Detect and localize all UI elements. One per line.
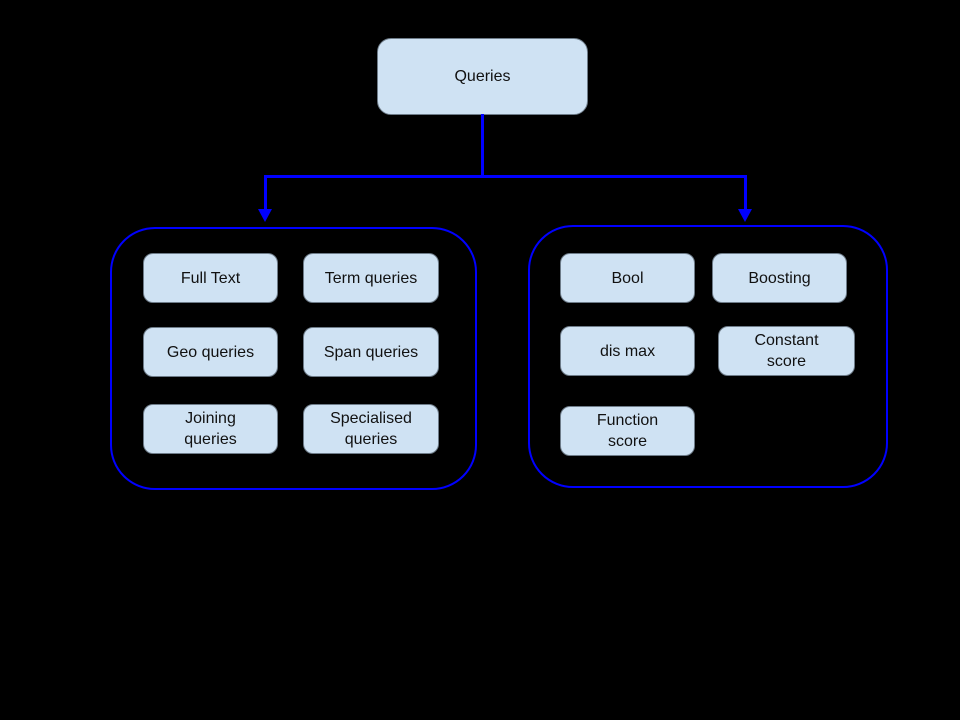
node-term-queries-label: Term queries (324, 269, 418, 287)
node-boosting-label: Boosting (748, 269, 811, 287)
node-boosting: Boosting (712, 253, 847, 303)
node-specialised-queries: Specialised queries (303, 404, 439, 454)
node-term-queries: Term queries (303, 253, 439, 303)
node-dis-max-label: dis max (599, 342, 656, 360)
node-geo-queries: Geo queries (143, 327, 278, 377)
arrow-down-left-icon (258, 209, 272, 222)
connector-horizontal-bar (264, 175, 747, 178)
right-query-group (528, 225, 888, 488)
node-queries-label: Queries (454, 68, 511, 85)
arrow-down-right-icon (738, 209, 752, 222)
node-function-score-label: Function score (596, 412, 659, 450)
node-bool: Bool (560, 253, 695, 303)
node-constant-score: Constant score (718, 326, 855, 376)
node-specialised-queries-label: Specialised queries (330, 410, 412, 448)
node-span-queries: Span queries (303, 327, 439, 377)
node-span-queries-label: Span queries (323, 343, 419, 361)
node-full-text: Full Text (143, 253, 278, 303)
node-constant-score-label: Constant score (754, 332, 819, 370)
node-function-score: Function score (560, 406, 695, 456)
node-joining-queries: Joining queries (143, 404, 278, 454)
node-bool-label: Bool (611, 269, 644, 287)
connector-root-stem (481, 114, 484, 177)
node-joining-queries-label: Joining queries (184, 410, 237, 448)
connector-right-drop (744, 175, 747, 211)
node-dis-max: dis max (560, 326, 695, 376)
node-full-text-label: Full Text (180, 269, 241, 287)
connector-left-drop (264, 175, 267, 211)
left-query-group (110, 227, 477, 490)
node-queries: Queries (377, 38, 588, 115)
node-geo-queries-label: Geo queries (166, 343, 255, 361)
